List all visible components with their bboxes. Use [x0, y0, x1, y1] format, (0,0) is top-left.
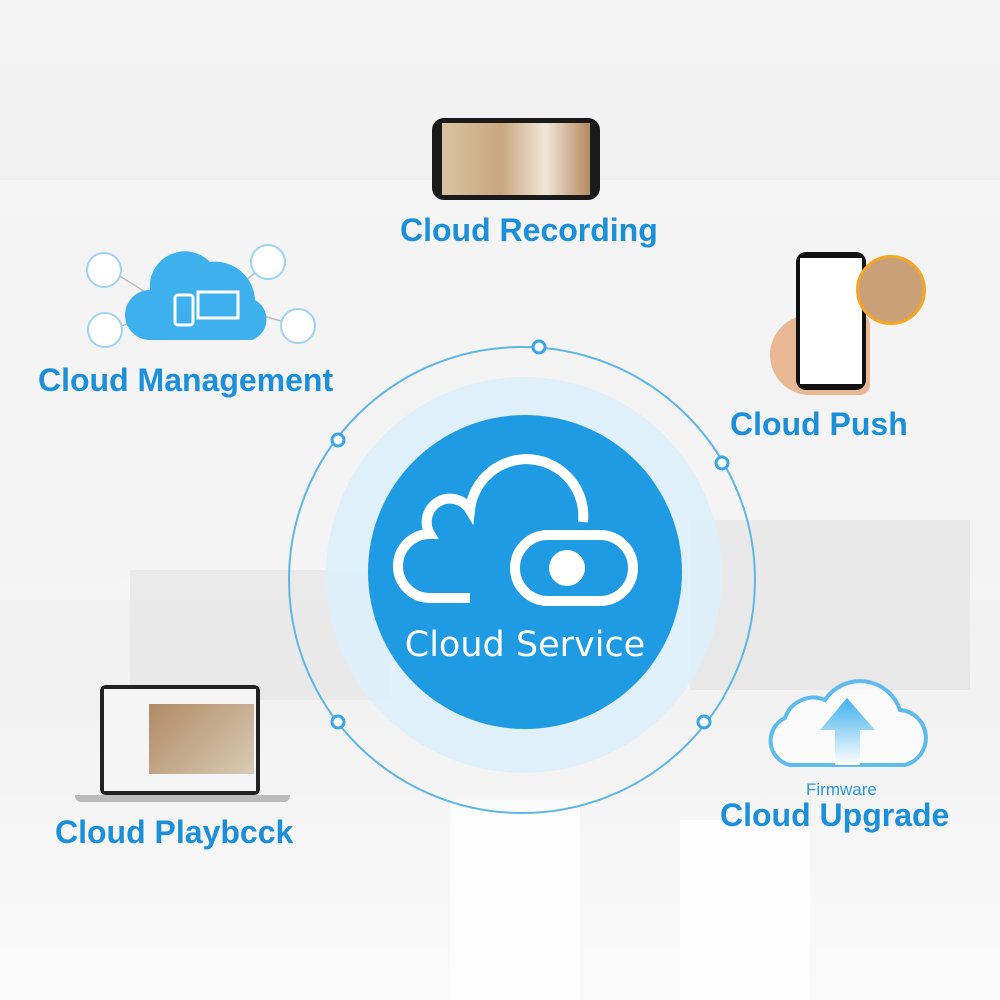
- cloud-management-graphic: [86, 244, 316, 348]
- phone-portrait-image: [796, 252, 866, 390]
- phone-landscape-image: [432, 118, 600, 200]
- label-firmware: Firmware: [806, 780, 877, 799]
- upload-cloud-icon: [768, 679, 928, 767]
- cloud-camera-icon: [393, 454, 638, 606]
- center-circle: [368, 415, 682, 729]
- label-cloud-recording: Cloud Recording: [400, 212, 658, 248]
- background-chair: [450, 800, 580, 1000]
- label-cloud-playback: Cloud Playbcck: [55, 814, 294, 850]
- camera-lens-icon: [549, 550, 585, 586]
- background-chair: [680, 820, 810, 1000]
- ring-dot: [330, 339, 730, 730]
- center-title: Cloud Service: [404, 625, 646, 665]
- delivery-popup-image: [856, 255, 926, 325]
- label-cloud-upgrade: Cloud Upgrade: [720, 797, 950, 833]
- background-cabinet: [690, 520, 970, 690]
- laptop-base-image: [75, 795, 290, 802]
- label-cloud-management: Cloud Management: [38, 362, 334, 398]
- label-cloud-push: Cloud Push: [730, 406, 908, 442]
- outer-ring: [288, 346, 756, 814]
- laptop-screen-image: [100, 685, 260, 795]
